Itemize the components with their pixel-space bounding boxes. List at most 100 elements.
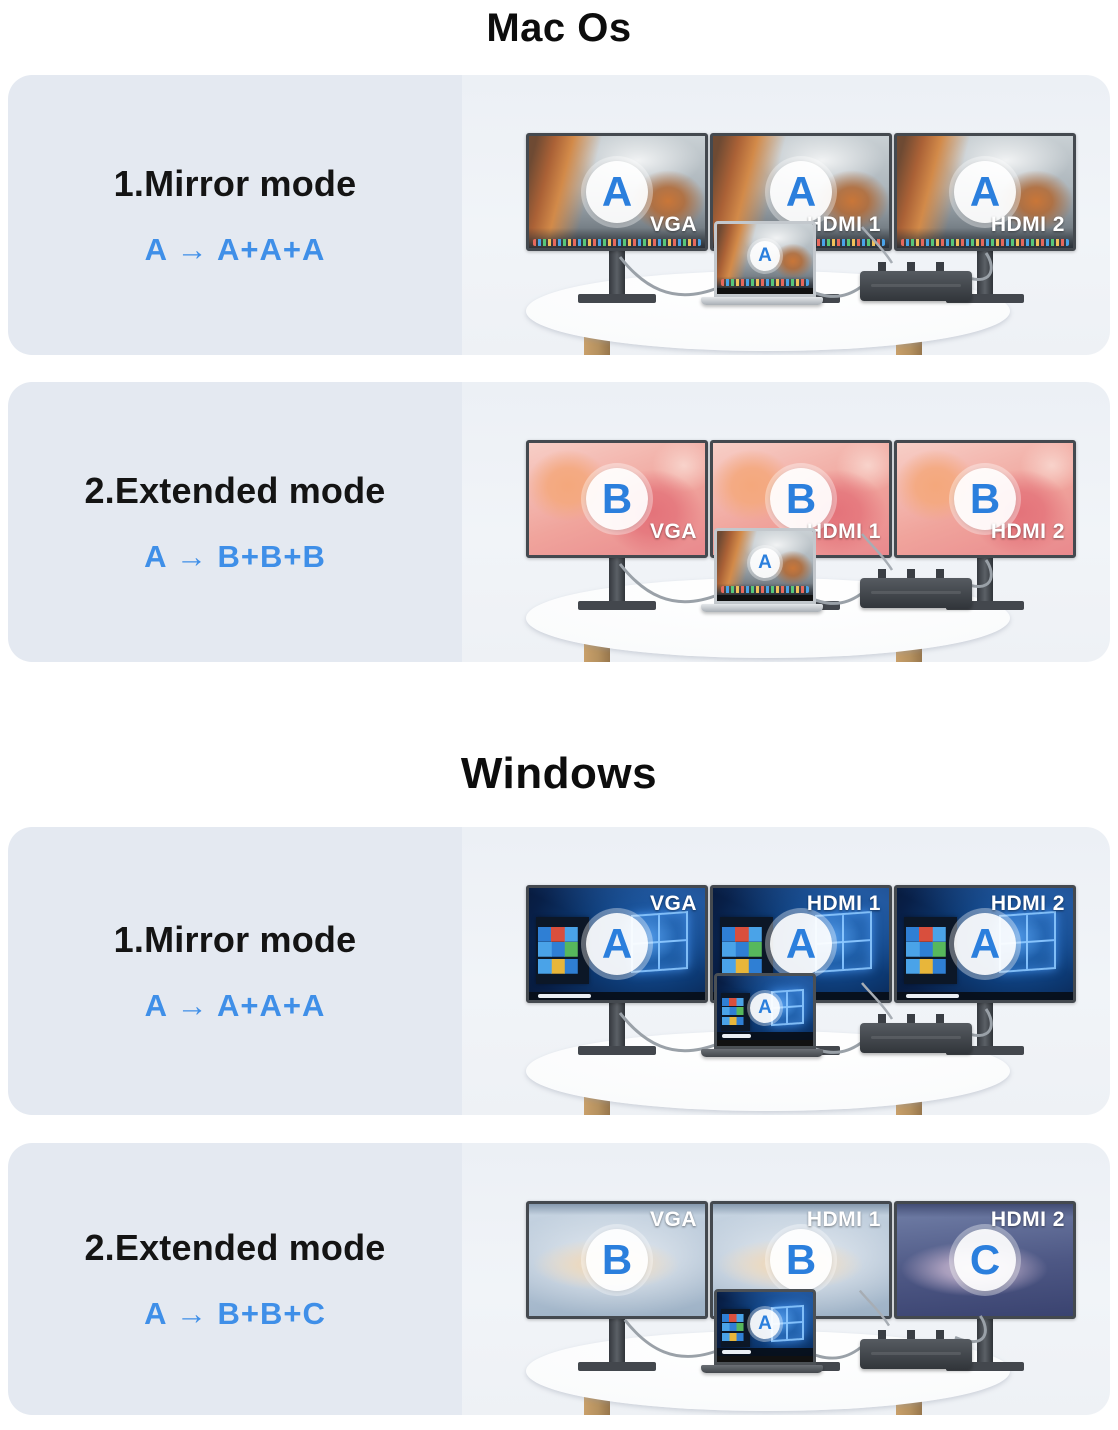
docking-station (860, 1014, 972, 1053)
taskbar (529, 992, 705, 1000)
panel-mac-mirror: 1.Mirror mode A → A+A+A A VGA (8, 75, 1110, 355)
scene-photo: A VGA A HDMI 1 A HDMI 2 (462, 827, 1110, 1115)
badge-letter: B (785, 1236, 817, 1283)
badge-letter: A (758, 245, 772, 266)
docking-station (860, 262, 972, 301)
source-badge: B (770, 1229, 832, 1291)
monitor-vga: B VGA (526, 1201, 708, 1319)
source-badge: A (954, 161, 1016, 223)
source-badge: A (750, 548, 780, 578)
source-badge: A (586, 913, 648, 975)
section-title-macos: Mac Os (486, 6, 632, 50)
laptop: A (701, 1289, 823, 1373)
laptop-bezel: A (714, 221, 816, 297)
badge-letter: A (601, 920, 633, 967)
port-label: HDMI 1 (806, 892, 881, 915)
taskbar (717, 1032, 813, 1040)
monitor-stand (977, 1319, 993, 1365)
scene-photo: B VGA B HDMI 1 B HDMI 2 (462, 382, 1110, 662)
source-badge: A (750, 1309, 780, 1339)
mode-title: 1.Mirror mode (113, 162, 357, 204)
monitor-base (946, 601, 1024, 610)
monitor-hdmi2: B HDMI 2 (894, 440, 1076, 558)
monitor-base (946, 1046, 1024, 1055)
monitor-base (578, 294, 656, 303)
badge-letter: A (969, 920, 1001, 967)
macos-dock-icons (901, 239, 1069, 246)
monitor-stand (609, 1319, 625, 1365)
port-label: VGA (649, 213, 697, 236)
start-menu (536, 917, 589, 985)
mode-formula: A → B+B+C (144, 1295, 326, 1331)
source-badge: A (954, 913, 1016, 975)
monitor-stand (609, 251, 625, 297)
source-badge: B (770, 468, 832, 530)
badge-letter: B (601, 1236, 633, 1283)
laptop-screen: A (717, 1292, 813, 1356)
monitor-bezel: A VGA (526, 885, 708, 1003)
monitor-screen: A HDMI 2 (897, 888, 1073, 1000)
source-badge: B (954, 468, 1016, 530)
port-label: HDMI 2 (990, 520, 1065, 543)
badge-letter: A (969, 168, 1001, 215)
monitor-hdmi2: C HDMI 2 (894, 1201, 1076, 1319)
badge-letter: A (785, 920, 817, 967)
mode-info: 2.Extended mode A → B+B+C (8, 1143, 462, 1415)
badge-letter: B (601, 475, 633, 522)
macos-dock-icons (721, 279, 809, 286)
monitor-vga: A VGA (526, 133, 708, 251)
source-badge: C (954, 1229, 1016, 1291)
start-menu (904, 917, 957, 985)
source-badge: A (586, 161, 648, 223)
monitor-stand (977, 1003, 993, 1049)
mode-info: 1.Mirror mode A → A+A+A (8, 75, 462, 355)
monitor-bezel: B HDMI 2 (894, 440, 1076, 558)
laptop-screen: A (717, 224, 813, 288)
mode-formula: A → A+A+A (144, 987, 326, 1023)
panel-windows-extended: 2.Extended mode A → B+B+C B VGA B HDMI (8, 1143, 1110, 1415)
source-badge: B (586, 1229, 648, 1291)
monitor-bezel: B VGA (526, 440, 708, 558)
mode-formula: A → B+B+B (144, 538, 326, 574)
laptop-screen: A (717, 531, 813, 595)
monitor-screen: A HDMI 2 (897, 136, 1073, 248)
monitor-hdmi2: A HDMI 2 (894, 885, 1076, 1003)
docking-station (860, 569, 972, 608)
badge-letter: B (969, 475, 1001, 522)
mode-title: 2.Extended mode (84, 1226, 386, 1268)
docking-station (860, 1330, 972, 1369)
mode-title: 2.Extended mode (84, 469, 386, 511)
mode-info: 1.Mirror mode A → A+A+A (8, 827, 462, 1115)
monitor-screen: A VGA (529, 888, 705, 1000)
laptop: A (701, 221, 823, 305)
source-badge: A (770, 161, 832, 223)
port-label: HDMI 2 (990, 892, 1065, 915)
monitor-bezel: B VGA (526, 1201, 708, 1319)
monitor-base (946, 1362, 1024, 1371)
macos-dock-icons (721, 586, 809, 593)
badge-letter: C (969, 1236, 1001, 1283)
badge-letter: B (785, 475, 817, 522)
monitor-bezel: A HDMI 2 (894, 885, 1076, 1003)
panel-mac-extended: 2.Extended mode A → B+B+B B VGA B HDMI (8, 382, 1110, 662)
badge-letter: A (758, 552, 772, 573)
monitor-screen: B HDMI 2 (897, 443, 1073, 555)
mode-title: 1.Mirror mode (113, 918, 357, 960)
laptop-bezel: A (714, 528, 816, 604)
laptop: A (701, 973, 823, 1057)
port-label: HDMI 2 (990, 1208, 1065, 1231)
badge-letter: A (785, 168, 817, 215)
mode-formula: A → A+A+A (144, 231, 326, 267)
mode-info: 2.Extended mode A → B+B+B (8, 382, 462, 662)
laptop-screen: A (717, 976, 813, 1040)
monitor-stand (609, 1003, 625, 1049)
laptop: A (701, 528, 823, 612)
port-label: HDMI 2 (990, 213, 1065, 236)
laptop-base (701, 1049, 823, 1057)
monitor-bezel: C HDMI 2 (894, 1201, 1076, 1319)
monitor-screen: C HDMI 2 (897, 1204, 1073, 1316)
start-menu (720, 992, 750, 1032)
monitor-screen: A VGA (529, 136, 705, 248)
badge-letter: A (601, 168, 633, 215)
